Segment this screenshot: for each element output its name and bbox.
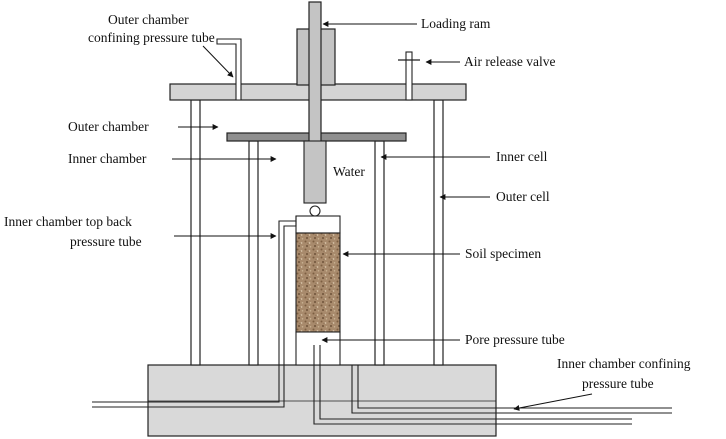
- outer-cell-right-wall: [433, 99, 444, 366]
- top-back-pressure-tube-in-base: [92, 365, 285, 408]
- pore-pressure-tube: [313, 365, 632, 425]
- specimen-top-cap: [295, 215, 341, 234]
- label-top-back-line1: Inner chamber top back: [4, 214, 132, 229]
- leader-outer-confining: [202, 45, 234, 78]
- outer-confining-tube: [216, 38, 242, 101]
- label-top-back-line2: pressure tube: [70, 234, 142, 249]
- ram-lower-block: [303, 140, 327, 204]
- label-water: Water: [333, 164, 365, 179]
- soil-specimen: [295, 232, 341, 333]
- outer-cell-left-wall: [190, 99, 201, 366]
- base-block: [147, 364, 497, 437]
- air-release-tube: [405, 51, 413, 101]
- specimen-pedestal: [295, 331, 341, 366]
- ram-ball: [309, 205, 321, 217]
- label-inner-cell: Inner cell: [496, 149, 548, 164]
- label-loading-ram: Loading ram: [421, 16, 491, 31]
- label-inner-confining-line1: Inner chamber confining: [557, 356, 691, 371]
- label-outer-confining-line2: confining pressure tube: [88, 30, 215, 45]
- label-outer-confining-line1: Outer chamber: [108, 12, 189, 27]
- label-inner-confining-line2: pressure tube: [582, 376, 654, 391]
- label-air-release-valve: Air release valve: [464, 54, 555, 69]
- leader-inner-confining: [513, 393, 593, 411]
- inner-confining-tube: [351, 365, 672, 414]
- label-inner-chamber: Inner chamber: [68, 151, 147, 166]
- inner-cell-right-wall: [374, 140, 385, 366]
- label-soil-specimen: Soil specimen: [465, 246, 541, 261]
- label-pore-pressure-tube: Pore pressure tube: [465, 332, 565, 347]
- inner-cell-left-wall: [248, 140, 259, 366]
- top-back-pressure-tube: [283, 221, 297, 365]
- label-outer-cell: Outer cell: [496, 189, 550, 204]
- label-outer-chamber: Outer chamber: [68, 119, 149, 134]
- top-back-pressure-tube-inner: [278, 216, 297, 365]
